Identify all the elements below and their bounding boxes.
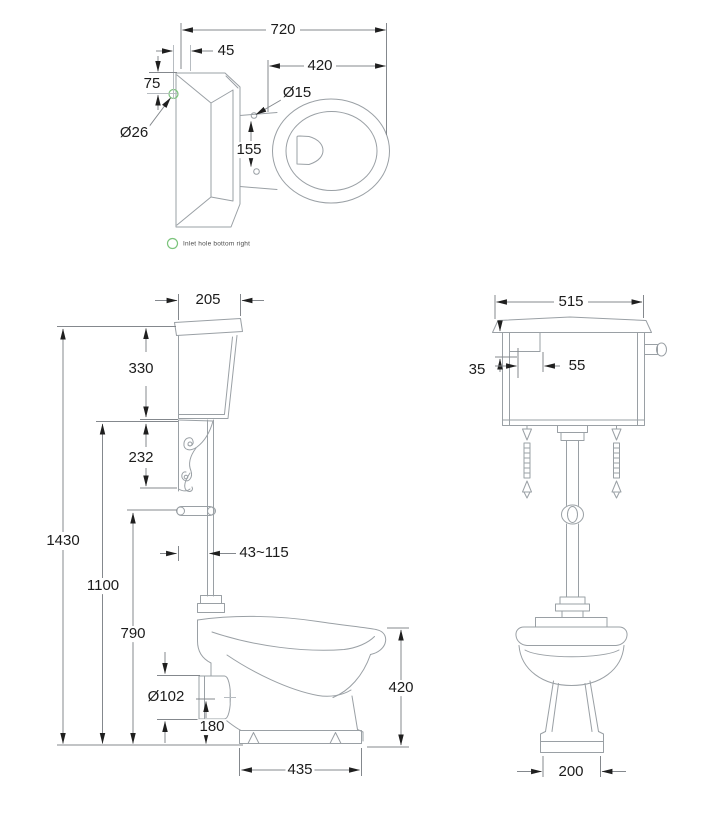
pan-front-outline bbox=[515, 626, 628, 753]
dim-label-base-width: 200 bbox=[556, 763, 586, 781]
seat-fixing-hole-bottom bbox=[253, 168, 260, 175]
dim-label-pipe-clip-height: 790 bbox=[118, 625, 148, 643]
legend-inlet-note: Inlet hole bottom right bbox=[183, 240, 251, 248]
side-cistern-outline bbox=[174, 318, 243, 419]
side-dimension-lines bbox=[57, 294, 409, 776]
dim-label-outlet-height: 180 bbox=[197, 718, 227, 736]
dim-label-overall-width: 720 bbox=[268, 21, 298, 39]
cistern-plan-outline bbox=[175, 72, 241, 228]
dim-label-pan-height: 420 bbox=[386, 679, 416, 697]
front-view-drawing bbox=[492, 295, 667, 777]
side-view-drawing bbox=[57, 294, 409, 776]
seat-fixing-hole-top bbox=[250, 112, 258, 119]
dim-label-cistern-height: 330 bbox=[126, 360, 156, 378]
legend-inlet-circle bbox=[166, 237, 179, 250]
dim-label-pipe-wall-offset: 43~115 bbox=[237, 544, 291, 562]
dim-label-inlet-offset-x: 45 bbox=[215, 42, 237, 60]
flush-pipe-front bbox=[535, 425, 608, 628]
seat-plan-outline bbox=[239, 98, 390, 204]
dim-label-fixing-offset-down: 35 bbox=[466, 361, 488, 379]
plan-dimension-lines bbox=[147, 23, 387, 168]
dim-label-fixing-offset-in: 55 bbox=[566, 357, 588, 375]
dim-label-underside-height: 1100 bbox=[84, 577, 122, 595]
dim-label-overall-height: 1430 bbox=[44, 532, 82, 550]
flush-lever bbox=[644, 342, 667, 357]
front-dimension-lines bbox=[494, 295, 644, 777]
dim-label-fixing-hole-diameter: Ø15 bbox=[280, 84, 314, 102]
dim-label-cistern-width: 515 bbox=[556, 293, 586, 311]
dim-label-inlet-diameter: Ø26 bbox=[117, 124, 151, 142]
dim-label-seat-length: 420 bbox=[305, 57, 335, 75]
dim-label-inlet-offset-y: 75 bbox=[141, 75, 163, 93]
dim-label-cistern-depth: 205 bbox=[193, 291, 223, 309]
ornate-bracket bbox=[178, 419, 214, 492]
flush-pipe-side bbox=[176, 419, 225, 613]
dim-label-outlet-diameter: Ø102 bbox=[145, 688, 187, 706]
dim-label-fixing-hole-spacing: 155 bbox=[234, 141, 264, 159]
pipe-joint bbox=[561, 504, 584, 525]
dim-label-bracket-drop: 232 bbox=[126, 449, 156, 467]
dim-label-base-depth: 435 bbox=[285, 761, 315, 779]
plan-view-drawing bbox=[147, 23, 390, 250]
